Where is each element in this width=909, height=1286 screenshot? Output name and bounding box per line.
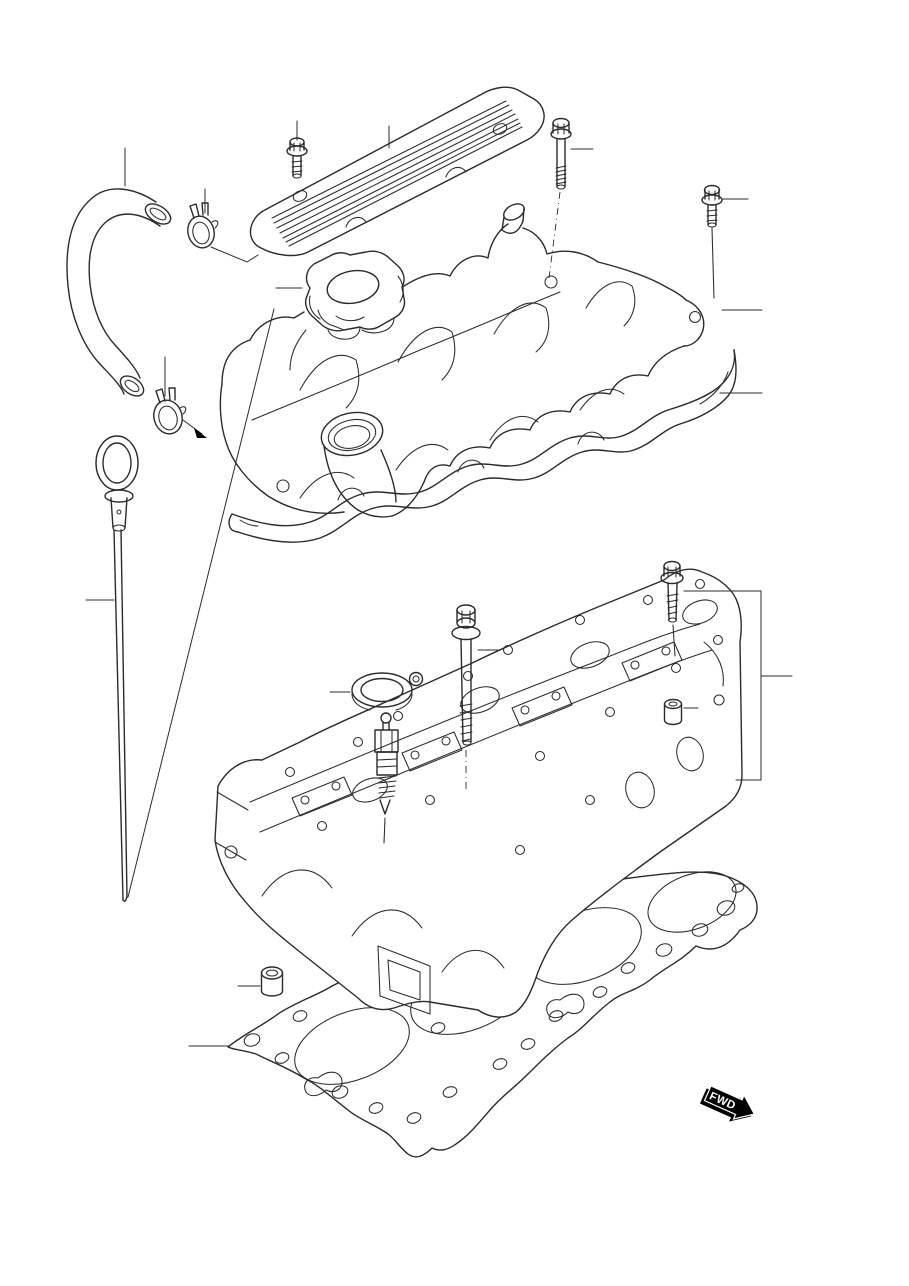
stud-bolt [660,560,684,657]
camshaft-seal-ring [351,671,424,711]
plug-centerline [383,817,386,844]
oil-filler-neck [320,411,397,518]
fwd-direction-marker: FWD [699,1085,756,1122]
fwd-arrow-icon [703,1085,756,1120]
bolt-centerline [672,624,676,657]
cylinder-head [214,568,743,1018]
bolt-centerline [548,191,561,279]
breather-hose [66,188,172,397]
ornament-cover-bolt [286,137,308,179]
spark-plug [374,712,399,844]
bolt-centerline [711,227,715,299]
group-bracket [683,590,793,781]
cylinder-head-bolt [451,604,481,792]
dowel-pin [663,698,683,726]
sealing-cap [260,966,284,997]
hose-clamp-front [187,202,219,249]
oil-level-dipstick [95,435,139,902]
clamp-position-arrow [182,419,207,438]
oil-filler-cap [304,250,406,340]
leader-line [210,246,259,263]
cylinder-head-cover [219,203,705,518]
breather-spout [501,203,525,234]
hose-clamp-rear [153,387,187,435]
leader-lines [85,120,793,1047]
head-cover-bolt-short [701,184,723,299]
leader-line [127,308,275,898]
head-cover-bolt-long [548,117,572,279]
head-cover-gasket [228,349,737,543]
head-cover-ornament [249,86,545,257]
